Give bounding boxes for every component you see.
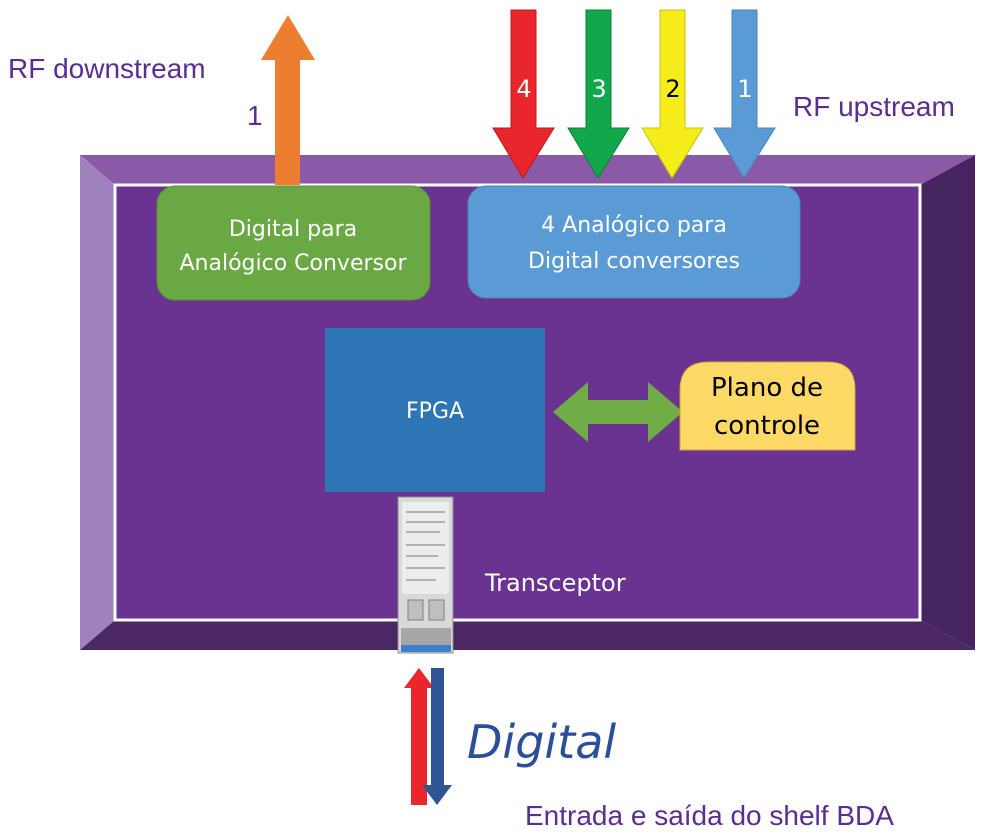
digital-label: Digital [467,715,616,769]
sfp-transceiver-image [397,496,454,654]
enclosure-bevel-right [920,155,975,650]
enclosure-inner-border [113,183,922,622]
rf-downstream-arrow [261,15,315,185]
enclosure-bevel-bottom [80,620,975,650]
io-caption: Entrada e saída do shelf BDA [525,800,894,831]
sfp-label-area [402,502,449,594]
sfp-port-right [428,599,445,621]
upstream-arrow-4: 4 [492,9,555,179]
control-plane-block [679,361,856,451]
sfp-latch [401,628,451,648]
upstream-arrow-2-number: 2 [665,75,680,103]
dac-block [156,185,431,301]
rf-upstream-label: RF upstream [793,91,955,122]
fpga-block [325,328,545,492]
adc-block-line2: Digital conversores [528,249,740,274]
transceiver-label: Transceptor [484,569,626,597]
upstream-arrow-2-shape [641,9,704,179]
upstream-arrow-1: 1 [713,9,776,179]
upstream-arrow-3: 3 [567,9,630,179]
adc-block-line1: 4 Analógico para [541,213,727,238]
dac-block-line2: Analógico Conversor [179,251,407,276]
control-plane-line2: controle [714,411,820,441]
upstream-arrow-4-number: 4 [516,75,531,103]
rf-downstream-label: RF downstream [8,53,206,84]
upstream-arrow-2: 2 [641,9,704,179]
digital-input-up-arrow [404,668,434,805]
upstream-arrow-1-number: 1 [737,75,752,103]
fpga-control-bidirectional-arrow [553,382,683,442]
enclosure-bevel-left [80,155,115,650]
upstream-arrow-3-shape [567,9,630,179]
digital-output-down-arrow [422,668,452,805]
upstream-arrow-3-number: 3 [591,75,606,103]
adc-block [467,185,801,299]
rf-downstream-number: 1 [247,100,263,131]
upstream-arrow-4-shape [492,9,555,179]
control-plane-line1: Plano de [711,373,823,403]
fpga-label: FPGA [406,399,464,424]
upstream-arrow-1-shape [713,9,776,179]
dac-block-line1: Digital para [229,217,357,242]
sfp-port-left [407,599,424,621]
sfp-latch-blue-tab [401,645,451,652]
